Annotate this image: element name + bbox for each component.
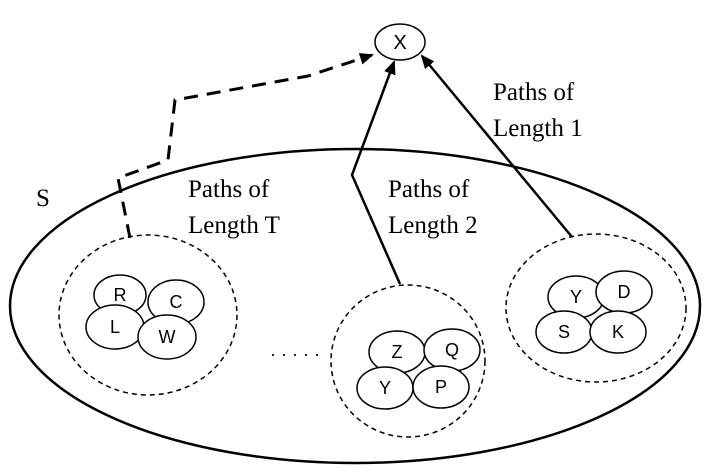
node-w (137, 314, 197, 360)
group-length-2: Z Q Y P (330, 284, 486, 438)
node-k-label: K (612, 322, 624, 342)
path-length-1-arrow (420, 54, 573, 238)
label-length-t-line1: Paths of (188, 176, 270, 203)
node-l-label: L (110, 317, 120, 337)
node-r-label: R (114, 285, 127, 305)
node-y-right-label: Y (570, 287, 582, 307)
ellipsis: · · · · · (270, 344, 320, 364)
node-z-label: Z (392, 342, 403, 362)
label-paths-length-2: Paths of Length 2 (388, 176, 478, 239)
label-length-2-line1: Paths of (388, 176, 470, 203)
group-length-t-boundary (58, 234, 238, 396)
label-paths-length-1: Paths of Length 1 (493, 79, 583, 142)
node-w-label: W (159, 327, 176, 347)
node-p-label: P (435, 377, 447, 397)
label-length-t-line2: Length T (188, 212, 280, 239)
node-p (412, 365, 470, 409)
path-length-t-arrow (116, 53, 374, 239)
node-c-label: C (170, 292, 183, 312)
set-s-ellipse (8, 147, 702, 465)
target-node-x (374, 23, 426, 61)
node-q-label: Q (445, 340, 459, 360)
node-k (589, 310, 647, 354)
target-node-label: X (393, 32, 406, 54)
label-length-1-line1: Paths of (493, 79, 575, 106)
group-length-2-boundary (330, 284, 486, 438)
group-length-1-boundary (505, 233, 687, 383)
node-y-mid-label: Y (379, 378, 391, 398)
group-length-t: R C L W (58, 234, 238, 396)
label-length-2-line2: Length 2 (388, 212, 478, 239)
node-s-label: S (558, 322, 570, 342)
label-length-1-line2: Length 1 (493, 115, 583, 142)
group-length-1: Y D S K (505, 233, 687, 383)
label-paths-length-t: Paths of Length T (188, 176, 280, 239)
set-s-label: S (36, 185, 50, 212)
path-length-2-arrow (350, 60, 402, 285)
node-d-label: D (618, 282, 631, 302)
